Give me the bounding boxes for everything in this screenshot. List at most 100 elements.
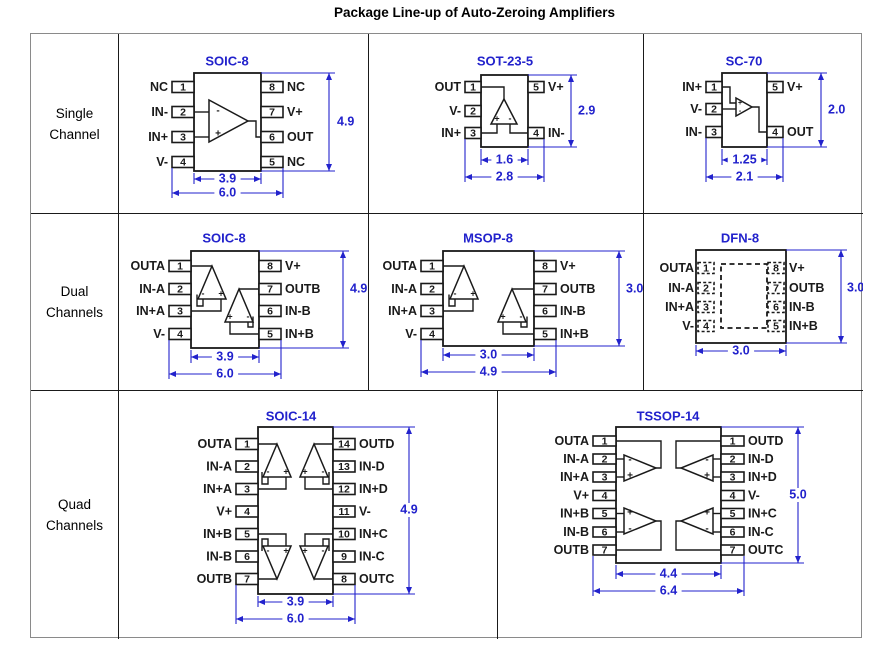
- pin-number: 2: [180, 106, 186, 118]
- pin-label: OUTA: [131, 259, 166, 273]
- amp-polarity-mark: +: [627, 471, 633, 482]
- pin-label: IN+A: [560, 470, 589, 484]
- pin-number: 2: [470, 105, 476, 117]
- amp-wire: [304, 533, 333, 546]
- dim-label: 1.6: [496, 152, 513, 166]
- dim-arrowhead: [326, 73, 332, 80]
- pin-box: [332, 505, 356, 518]
- pin-number: 1: [602, 435, 608, 447]
- package-title: MSOP-8: [463, 230, 513, 245]
- dim-arrowhead: [421, 369, 428, 375]
- pin-number: 6: [267, 305, 273, 317]
- dim-arrowhead: [172, 190, 179, 196]
- pin-box: [235, 460, 259, 473]
- pin-number: 2: [177, 283, 183, 295]
- dim-label: 4.9: [400, 502, 417, 516]
- pin-box: [260, 155, 284, 169]
- pin-number: 2: [703, 282, 709, 294]
- amp-wire: [509, 124, 528, 134]
- amp-polarity-mark: -: [322, 466, 325, 476]
- dim-arrowhead: [549, 369, 556, 375]
- pin-box: [705, 102, 723, 116]
- pin-box: [533, 304, 557, 318]
- pin-box: [533, 282, 557, 296]
- pin-number: 7: [773, 282, 779, 294]
- pin-number: 6: [730, 526, 736, 538]
- pin-label: IN+: [441, 126, 461, 140]
- page-title: Package Line-up of Auto-Zeroing Amplifie…: [333, 5, 616, 20]
- amp-wire: [675, 520, 721, 551]
- pin-label: IN-B: [560, 304, 586, 318]
- pin-box: [592, 544, 617, 556]
- dim-label-bg: [395, 503, 423, 517]
- pin-label: IN+: [682, 80, 702, 94]
- amp-wire: [616, 520, 662, 551]
- dim-arrowhead: [616, 571, 623, 577]
- dim-arrowhead: [568, 75, 574, 82]
- dim-arrowhead: [276, 190, 283, 196]
- pin-label: OUT: [435, 80, 462, 94]
- opamp-triangle: [261, 545, 293, 581]
- pin-number: 3: [602, 471, 608, 483]
- pin-box: [767, 281, 785, 295]
- amp-polarity-mark: -: [520, 311, 523, 321]
- dim-arrowhead: [737, 588, 744, 594]
- pin-box: [332, 460, 356, 473]
- amp-polarity-mark: +: [283, 545, 288, 555]
- pin-number: 5: [602, 508, 608, 520]
- pin-label: IN+A: [388, 304, 417, 318]
- pin-label: OUTD: [748, 434, 783, 448]
- amp-polarity-mark: -: [454, 288, 457, 298]
- dim-label: 6.4: [660, 583, 677, 597]
- pin-label: IN+B: [560, 506, 589, 520]
- pin-box: [720, 471, 745, 483]
- pin-number: 4: [180, 156, 186, 168]
- pin-number: 5: [730, 508, 736, 520]
- pin-box: [767, 261, 785, 275]
- pin-label: IN+A: [136, 304, 165, 318]
- amp-polarity-mark: +: [704, 508, 710, 519]
- pin-label: IN-B: [206, 549, 232, 563]
- dim-arrowhead: [779, 348, 786, 354]
- pin-number: 3: [177, 305, 183, 317]
- pin-box: [533, 259, 557, 273]
- pin-label: V+: [285, 259, 301, 273]
- amp-polarity-mark: +: [218, 288, 223, 298]
- pin-box: [235, 527, 259, 541]
- pin-number: 9: [341, 551, 347, 563]
- amp-wire: [322, 538, 330, 551]
- dim-arrowhead: [838, 336, 844, 343]
- amp-polarity-mark: +: [227, 311, 232, 321]
- dim-label-bg: [491, 170, 518, 184]
- dim-arrowhead: [274, 371, 281, 377]
- pin-label: IN-: [685, 125, 702, 139]
- pin-box: [260, 130, 284, 144]
- pin-box: [697, 281, 715, 295]
- dim-arrowhead: [714, 571, 721, 577]
- pin-label: V-: [153, 327, 165, 341]
- pin-label: IN+D: [359, 482, 388, 496]
- dim-arrowhead: [795, 427, 801, 434]
- pin-number: 6: [773, 301, 779, 313]
- pin-box: [592, 507, 617, 520]
- opamp-triangle: [223, 287, 255, 323]
- pin-box: [260, 105, 284, 119]
- opamp-triangle: [261, 442, 293, 478]
- package-title: TSSOP-14: [637, 408, 701, 423]
- pin-number: 4: [533, 127, 539, 139]
- dim-arrowhead: [760, 157, 767, 163]
- dim-arrowhead: [169, 371, 176, 377]
- amp-polarity-mark: +: [215, 129, 221, 140]
- pin-number: 3: [470, 127, 476, 139]
- opamp-triangle: [623, 453, 658, 483]
- pin-label: V+: [789, 261, 805, 275]
- package-title: SOIC-8: [202, 230, 245, 245]
- dim-label: 2.1: [736, 169, 753, 183]
- pin-label: OUTA: [198, 437, 233, 451]
- opamp-triangle: [496, 287, 528, 323]
- pin-number: 8: [269, 81, 275, 93]
- dim-arrowhead: [326, 599, 333, 605]
- pin-box: [592, 489, 617, 502]
- dim-label: 3.9: [216, 349, 233, 363]
